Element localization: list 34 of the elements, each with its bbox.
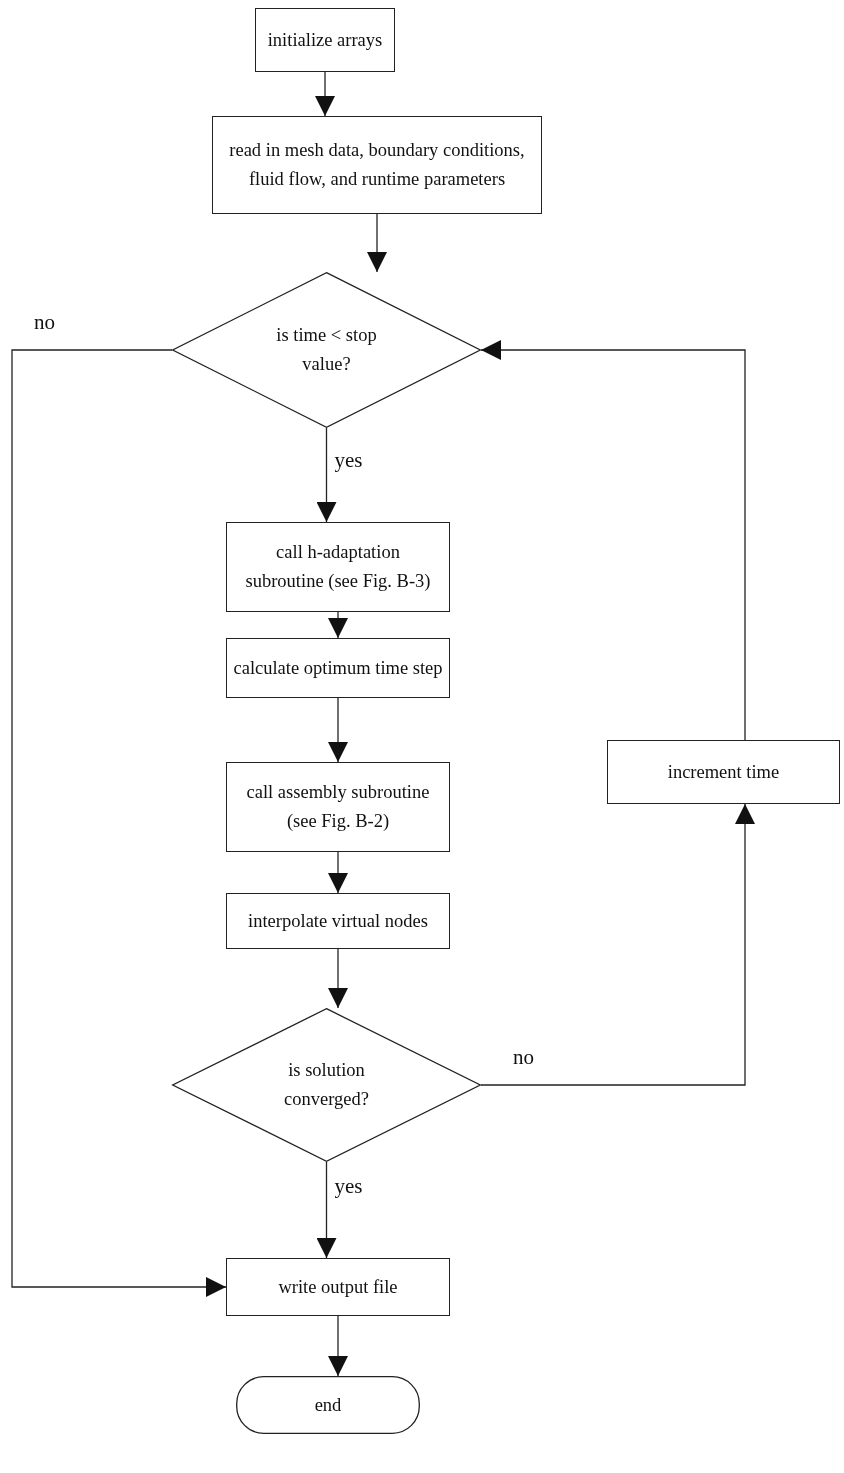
- arrow: [316, 1161, 337, 1259]
- arrow: [367, 213, 387, 273]
- process-box: [607, 740, 840, 804]
- arrow: [328, 611, 348, 639]
- process-box: [212, 116, 542, 214]
- process-box: [255, 8, 395, 72]
- arrow: [11, 349, 227, 1297]
- arrow: [328, 1315, 348, 1377]
- process-box: [226, 522, 450, 612]
- node-label: initialize arrays: [267, 28, 383, 52]
- node-label: calculate optimum time step: [233, 656, 443, 680]
- arrow: [328, 697, 348, 763]
- node-label: interpolate virtual nodes: [248, 909, 428, 933]
- node-label: is time < stop value?: [275, 324, 378, 376]
- decision-diamond: [172, 1008, 481, 1162]
- node-label: write output file: [278, 1275, 398, 1299]
- process-box: [226, 762, 450, 852]
- node-label: is solution converged?: [283, 1059, 370, 1111]
- process-box: [226, 893, 450, 949]
- arrow: [480, 340, 746, 741]
- decision-diamond: [172, 272, 481, 428]
- arrow: [328, 948, 348, 1009]
- arrow: [316, 427, 337, 523]
- arrow: [480, 803, 755, 1086]
- arrow: [315, 71, 335, 117]
- node-label: increment time: [667, 760, 780, 784]
- terminal-box: [236, 1376, 420, 1434]
- node-label: read in mesh data, boundary conditions, fluid flow, and runtime parameters: [228, 139, 526, 191]
- node-label: end: [314, 1393, 342, 1417]
- process-box: [226, 1258, 450, 1316]
- node-label: call h-adaptation subroutine (see Fig. B-3): [244, 541, 432, 593]
- arrow: [328, 851, 348, 894]
- process-box: [226, 638, 450, 698]
- node-label: call assembly subroutine (see Fig. B-2): [245, 781, 431, 833]
